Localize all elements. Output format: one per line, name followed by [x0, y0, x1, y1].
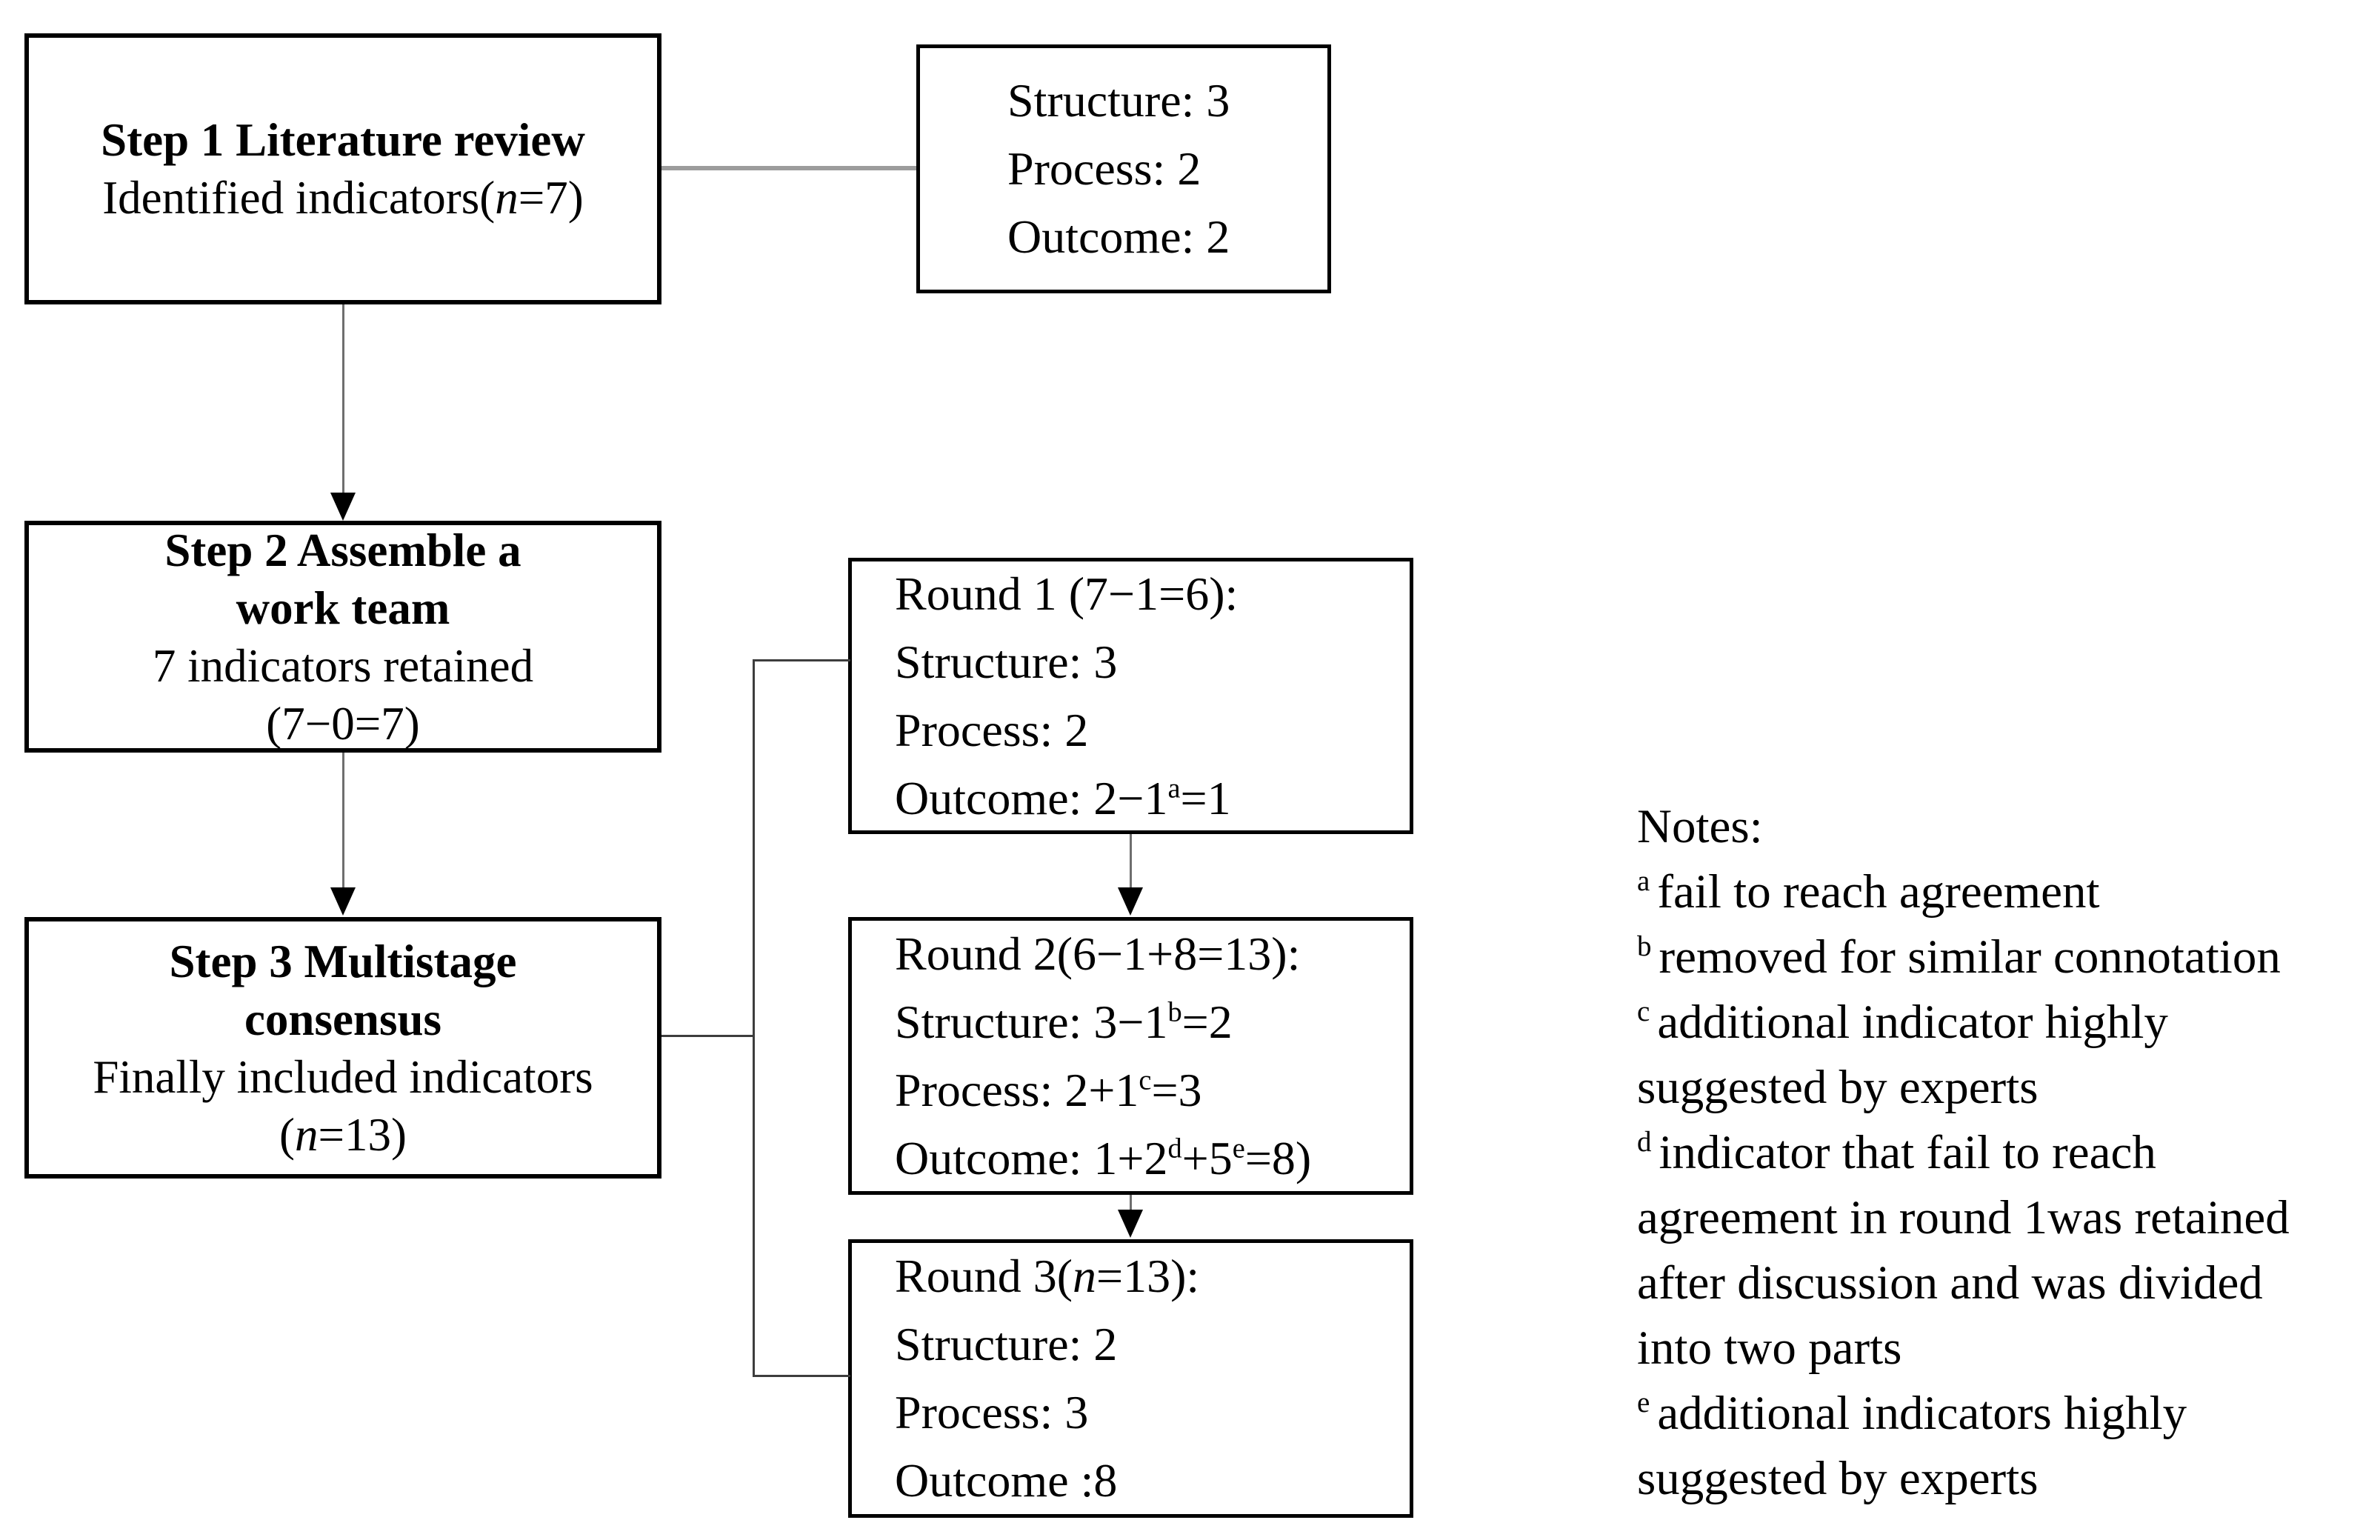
step1-title: Step 1 Literature review	[101, 114, 585, 166]
branch-trunk-vertical	[753, 659, 755, 1377]
step3-title-line2: consensus	[244, 993, 442, 1045]
step3-title-line1: Step 3 Multistage	[169, 935, 517, 987]
note-text: fail to reach agreement	[1657, 865, 2100, 919]
step3-multistage-consensus-box: Step 3 Multistage consensus Finally incl…	[24, 917, 661, 1179]
round3-header: Round 3(n=13):	[895, 1250, 1200, 1302]
arrow-round2-round3-stem	[1130, 1195, 1132, 1216]
note-line-d-cont2: after discussion and was divided	[1637, 1250, 2348, 1316]
step2-title-line1: Step 2 Assemble a	[164, 524, 521, 576]
round1-header: Round 1 (7−1=6):	[895, 567, 1239, 620]
round2-box: Round 2(6−1+8=13): Structure: 3−1b=2 Pro…	[848, 917, 1413, 1195]
step3-line3: Finally included indicators	[93, 1050, 593, 1103]
arrow-round2-round3-head	[1118, 1210, 1143, 1238]
note-line-e-cont: suggested by experts	[1637, 1446, 2348, 1511]
note-text: into two parts	[1637, 1321, 1902, 1375]
note-text: additional indicators highly	[1657, 1387, 2187, 1440]
round1-process: Process: 2	[895, 703, 1089, 756]
step2-line3: 7 indicators retained	[152, 639, 534, 692]
round2-header: Round 2(6−1+8=13):	[895, 927, 1301, 980]
arrow-step2-step3-stem	[342, 753, 344, 890]
note-superscript-e: e	[1637, 1387, 1650, 1419]
round3-outcome: Outcome :8	[895, 1454, 1118, 1507]
round1-box: Round 1 (7−1=6): Structure: 3 Process: 2…	[848, 558, 1413, 834]
connector-step1-to-summary	[661, 166, 916, 170]
note-superscript-a: a	[1637, 865, 1650, 898]
arrow-step1-step2-head	[330, 493, 356, 521]
round2-process: Process: 2+1c=3	[895, 1063, 1202, 1116]
round1-structure: Structure: 3	[895, 635, 1118, 688]
round1-outcome: Outcome: 2−1a=1	[895, 771, 1231, 824]
note-text: additional indicator highly	[1657, 996, 2168, 1049]
notes-title: Notes:	[1637, 800, 1763, 853]
note-text: suggested by experts	[1637, 1452, 2039, 1505]
note-text: suggested by experts	[1637, 1061, 2039, 1114]
round2-outcome: Outcome: 1+2d+5e=8)	[895, 1131, 1312, 1184]
step1-literature-review-box: Step 1 Literature review Identified indi…	[24, 33, 661, 304]
round3-process: Process: 3	[895, 1386, 1089, 1439]
step1-subtitle: Identified indicators(n=7)	[102, 172, 584, 224]
arrow-step1-step2-stem	[342, 304, 344, 497]
note-text: removed for similar connotation	[1659, 930, 2281, 984]
summary-line-structure: Structure: 3	[1007, 74, 1230, 127]
note-superscript-c: c	[1637, 996, 1650, 1028]
summary-line-process: Process: 2	[1007, 142, 1201, 195]
note-text: after discussion and was divided	[1637, 1256, 2263, 1310]
identified-indicators-summary-box: Structure: 3 Process: 2 Outcome: 2	[916, 44, 1331, 293]
note-superscript-b: b	[1637, 930, 1652, 963]
summary-line-outcome: Outcome: 2	[1007, 210, 1230, 263]
note-line-c-cont: suggested by experts	[1637, 1055, 2348, 1120]
note-text: indicator that fail to reach	[1659, 1126, 2156, 1179]
arrow-round1-round2-stem	[1130, 834, 1132, 890]
step3-line4: (n=13)	[279, 1108, 407, 1161]
branch-step3-horizontal	[661, 1035, 755, 1037]
step2-line4: (7−0=7)	[266, 697, 420, 750]
arrow-round1-round2-head	[1118, 887, 1143, 916]
note-text: agreement in round 1was retained	[1637, 1191, 2290, 1244]
step2-title-line2: work team	[236, 581, 450, 634]
note-line-d-cont3: into two parts	[1637, 1316, 2348, 1381]
step2-assemble-work-team-box: Step 2 Assemble a work team 7 indicators…	[24, 521, 661, 753]
arrow-step2-step3-head	[330, 887, 356, 916]
branch-bottom-horizontal-to-round3	[753, 1375, 850, 1377]
note-line-d-cont1: agreement in round 1was retained	[1637, 1185, 2348, 1250]
round3-structure: Structure: 2	[895, 1318, 1118, 1370]
branch-top-horizontal-to-round1	[753, 659, 850, 661]
round3-box: Round 3(n=13): Structure: 2 Process: 3 O…	[848, 1239, 1413, 1518]
round2-structure: Structure: 3−1b=2	[895, 995, 1233, 1048]
note-superscript-d: d	[1637, 1126, 1652, 1159]
